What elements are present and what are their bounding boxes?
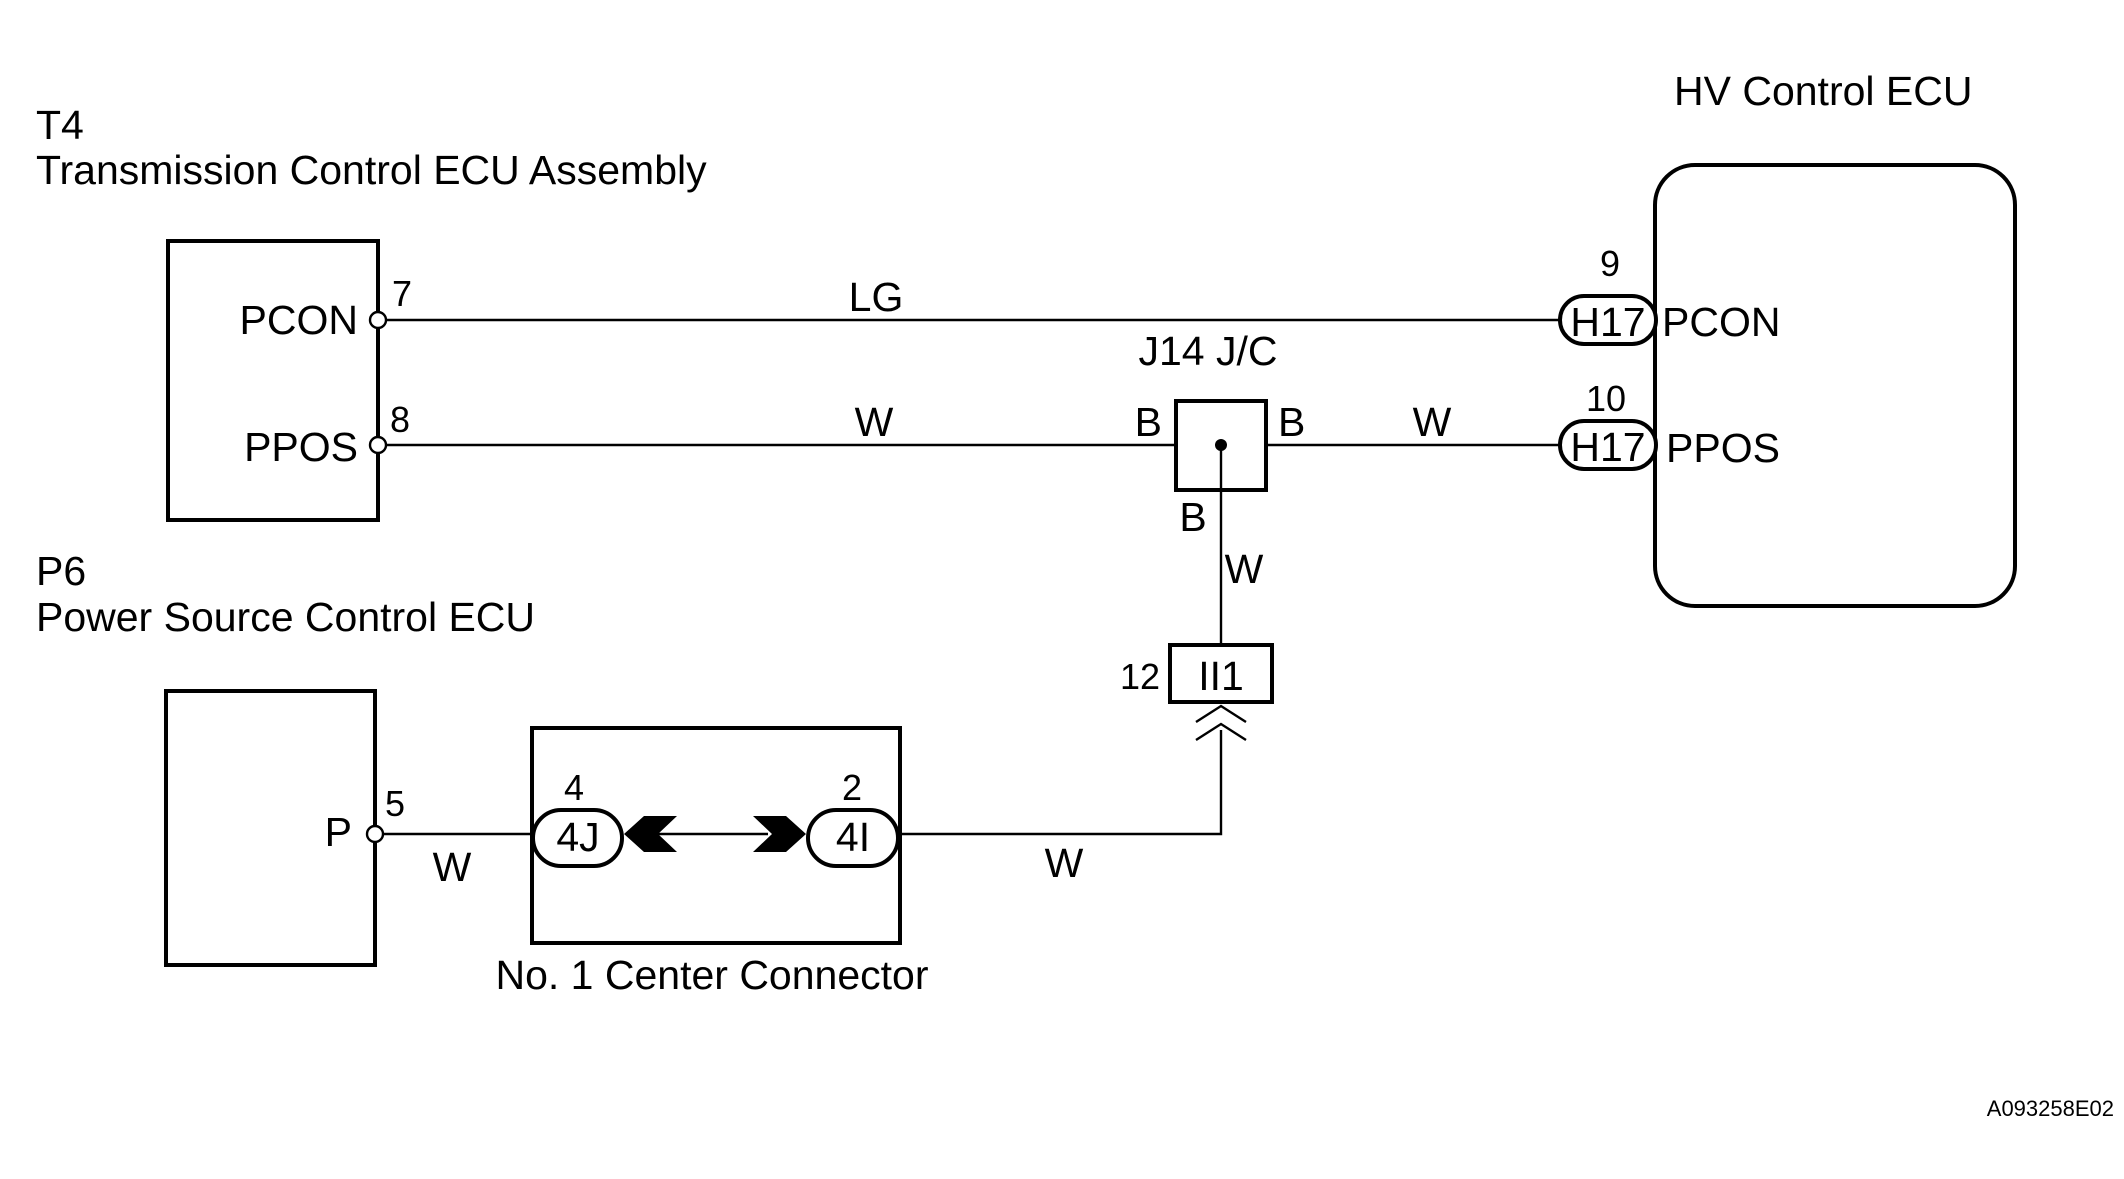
hv-pcon-pin-label: PCON [1662, 299, 1780, 345]
hv-ecu-box [1653, 163, 2017, 608]
junction-connector: J14 J/C B B B [1135, 328, 1306, 540]
transmission-ecu-code: T4 [36, 102, 84, 148]
inline-connector-pin-number: 12 [1120, 656, 1160, 697]
hv-pcon-pin-number: 9 [1600, 243, 1620, 284]
inline-chevron-lower [1195, 722, 1247, 742]
pcon-terminal [368, 310, 388, 330]
h17-ppos-connector [1558, 419, 1658, 471]
center-4i-connector-label: 4I [836, 814, 870, 860]
pcon-pin-number: 7 [392, 273, 412, 314]
wire-color-w-ppos-left: W [855, 399, 894, 445]
inline-connector: II1 12 [1120, 643, 1274, 742]
pcon-pin-label: PCON [240, 297, 358, 343]
wire-color-w-vertical: W [1225, 546, 1264, 592]
center-4j-connector-label: 4J [556, 814, 599, 860]
center-4i-pin-number: 2 [842, 767, 862, 808]
center-connector: No. 1 Center Connector 4 4J 2 4I [495, 726, 929, 998]
inline-chevron-upper [1195, 704, 1247, 724]
power-source-ecu-name: Power Source Control ECU [36, 594, 535, 640]
hv-ecu: HV Control ECU 9 PCON 10 PPOS [1586, 68, 2017, 608]
right-mating-arrow [753, 816, 806, 852]
inline-connector-box [1168, 643, 1274, 704]
center-4i-connector [806, 808, 900, 868]
terminals [365, 310, 388, 844]
hv-ecu-name: HV Control ECU [1674, 68, 1972, 114]
hv-connectors: H17 H17 [1558, 294, 1658, 471]
p-pin-label: P [325, 809, 352, 855]
junction-terminal-bottom: B [1179, 494, 1206, 540]
junction-terminal-right: B [1278, 399, 1305, 445]
p-pin-number: 5 [385, 783, 405, 824]
transmission-ecu-box [166, 239, 380, 522]
junction-box [1174, 399, 1268, 492]
figure-code: A093258E02 [1987, 1096, 2114, 1121]
junction-terminal-left: B [1135, 399, 1162, 445]
h17-pcon-connector [1558, 294, 1658, 346]
junction-node [1215, 439, 1227, 451]
center-4j-pin-number: 4 [564, 767, 584, 808]
h17-ppos-connector-label: H17 [1570, 424, 1645, 470]
hv-ppos-pin-number: 10 [1586, 378, 1626, 419]
transmission-ecu-name: Transmission Control ECU Assembly [36, 147, 707, 193]
wire-color-w-ppos-right: W [1413, 399, 1452, 445]
wire-color-lg: LG [849, 274, 904, 320]
center-to-inline-wire [901, 730, 1223, 836]
ppos-terminal [368, 435, 388, 455]
center-4j-connector [531, 808, 624, 868]
center-connector-name: No. 1 Center Connector [495, 952, 928, 998]
power-source-ecu: P6 Power Source Control ECU P 5 [36, 548, 535, 967]
power-source-ecu-code: P6 [36, 548, 86, 594]
wires [377, 318, 1560, 836]
hv-ppos-pin-label: PPOS [1666, 425, 1780, 471]
wire-color-w-p: W [433, 844, 472, 890]
junction-name: J14 J/C [1139, 328, 1278, 374]
wire-color-w-center: W [1045, 840, 1084, 886]
ppos-pin-number: 8 [390, 399, 410, 440]
inline-connector-label: II1 [1198, 653, 1244, 699]
transmission-ecu: T4 Transmission Control ECU Assembly PCO… [36, 102, 707, 522]
p-terminal [365, 824, 385, 844]
h17-pcon-connector-label: H17 [1570, 299, 1645, 345]
wire-color-labels: LG W W W W W [433, 274, 1452, 890]
ppos-pin-label: PPOS [244, 424, 358, 470]
left-mating-arrow [624, 816, 677, 852]
